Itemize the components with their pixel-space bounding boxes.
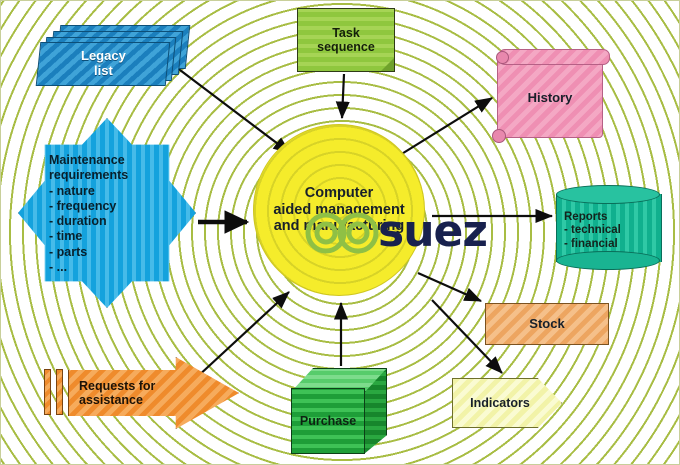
task-sequence-label-line2: sequence [317,40,375,54]
reports-item-financial: - financial [564,237,618,250]
maintenance-item-frequency: - frequency [49,198,117,213]
node-history[interactable]: History [492,49,610,143]
scroll-roll-icon [498,49,610,65]
task-sequence-label-line1: Task [332,25,360,40]
maintenance-item-time: - time [49,229,83,244]
indicators-label: Indicators [470,395,530,410]
scroll-curl-top-left-icon [496,51,509,64]
maintenance-title-line2: requirements [49,168,129,183]
stock-label: Stock [529,315,565,331]
requests-label-line1: Requests for [79,378,156,393]
maintenance-title-line1: Maintenance [49,153,125,167]
purchase-label: Purchase [299,413,357,428]
legacy-list-label-line2: list [93,63,113,78]
cylinder-bottom-ellipse [556,251,660,270]
folded-corner-icon [381,58,394,71]
maintenance-item-parts: - parts [49,244,88,259]
node-purchase[interactable]: Purchase [291,368,387,454]
reports-title: Reports [564,211,608,224]
reports-item-technical: - technical [564,224,621,237]
scroll-curl-bottom-left-icon [492,129,506,143]
arrow-tail-stripe-1 [44,369,51,415]
block-arrow-body: Requests for assistance [68,357,239,429]
node-legacy-list[interactable]: Legacy list [35,25,191,86]
maintenance-item-nature: - nature [49,183,95,198]
node-indicators[interactable]: Indicators [452,378,562,428]
node-center-computer-aided-management[interactable]: Computer aided management and manufactur… [253,124,425,296]
arrow-tail-stripe-2 [56,369,63,415]
reports-text-group: Reports - technical - financial [556,201,660,261]
node-maintenance-requirements[interactable]: Maintenance requirements - nature - freq… [18,118,196,308]
center-label-line3: and manufacturing [273,218,405,235]
cylinder-top-ellipse [556,185,660,204]
maintenance-item-duration: - duration [49,214,107,228]
center-label-line2: aided management [273,201,405,218]
maintenance-item-more: - ... [49,259,68,274]
legacy-list-label-line1: Legacy [80,48,126,64]
node-reports[interactable]: Reports - technical - financial [556,185,662,270]
legacy-sheet-front: Legacy list [35,42,171,86]
center-label-line1: Computer [304,184,374,201]
history-label: History [527,89,573,105]
node-stock[interactable]: Stock [485,303,609,345]
cube-front-face: Purchase [291,388,365,454]
requests-label-line2: assistance [79,393,143,407]
node-requests-for-assistance[interactable]: Requests for assistance [44,357,239,429]
node-task-sequence[interactable]: Task sequence [297,8,395,72]
